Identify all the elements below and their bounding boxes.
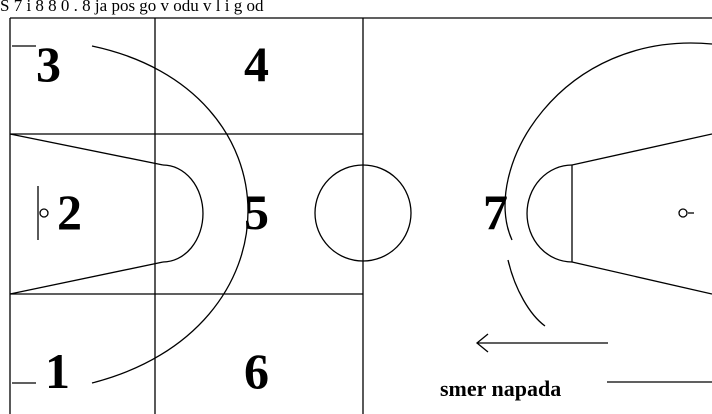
zone-label-6: 6 <box>244 343 269 399</box>
zone-label-5: 5 <box>244 184 269 240</box>
left-lane-line-bottom <box>9 261 164 295</box>
left-hoop <box>39 208 49 218</box>
left-three-point-arc <box>91 45 249 384</box>
left-free-throw-arc <box>162 164 204 263</box>
left-key <box>9 133 204 295</box>
right-hoop <box>678 208 688 218</box>
arrow-head <box>475 333 489 353</box>
zone-label-2: 2 <box>57 184 82 240</box>
top-caption-text: S 7 i 8 8 0 . 8 ja pos go v odu v l i g … <box>0 0 264 15</box>
left-lane-line-top <box>9 133 164 166</box>
zone-label-7: 7 <box>483 184 508 240</box>
zone-label-1: 1 <box>45 343 70 399</box>
center-circle <box>314 164 412 262</box>
zone-label-3: 3 <box>36 36 61 92</box>
zone-label-4: 4 <box>244 36 269 92</box>
right-three-point-arc-lower <box>507 259 546 327</box>
right-lane-line-bottom <box>571 261 712 295</box>
attack-direction-label: smer napada <box>440 376 561 401</box>
court-lines <box>9 17 712 414</box>
attack-direction-arrow <box>475 333 608 353</box>
right-lane-line-top <box>571 133 712 166</box>
right-free-throw-arc <box>526 164 573 263</box>
right-key <box>526 133 712 295</box>
right-three-point-arc-upper <box>504 42 712 241</box>
